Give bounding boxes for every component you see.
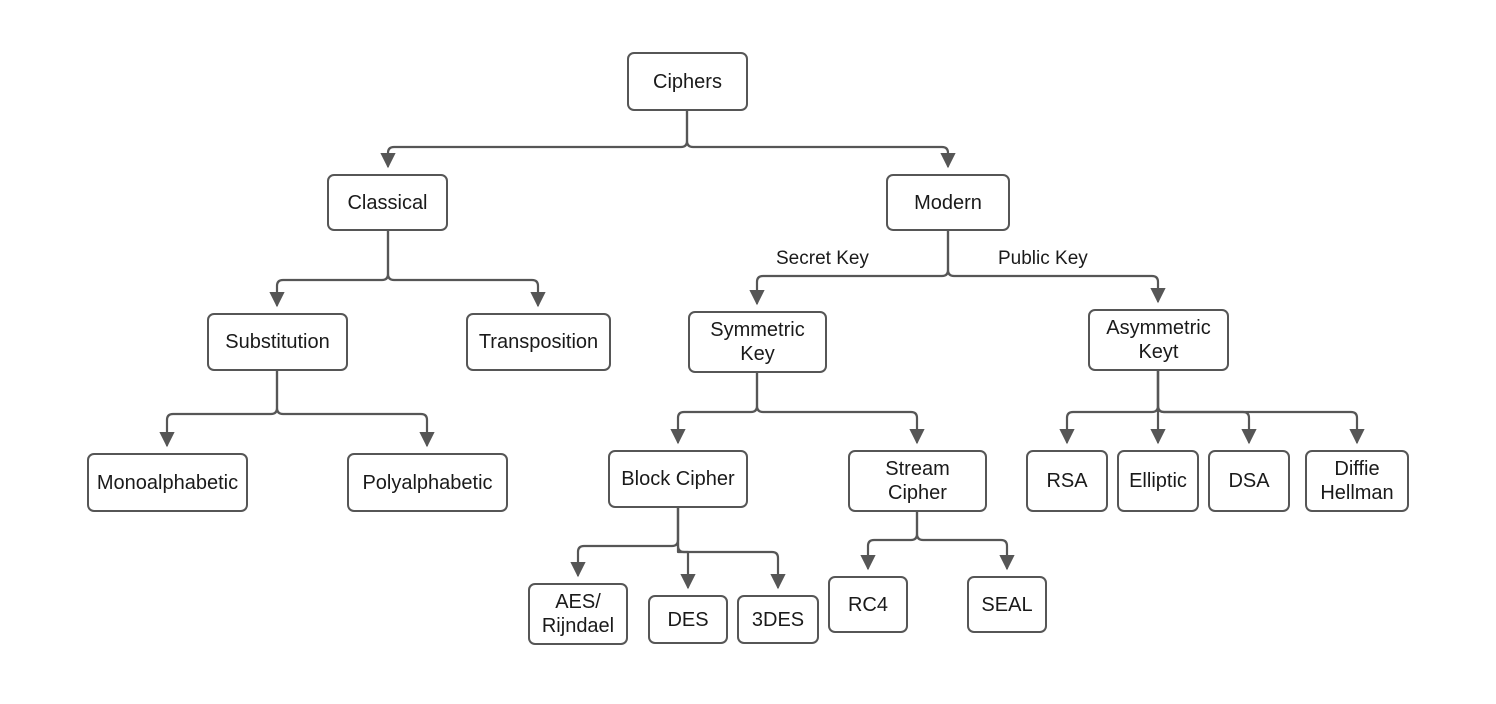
- node-stream-cipher[interactable]: Stream Cipher: [848, 450, 987, 512]
- edge-stream-cipher-seal: [915, 510, 1015, 571]
- edge-ciphers-modern: [685, 109, 956, 169]
- edge-classical-substitution: [269, 229, 390, 308]
- edge-asymmetric-rsa: [1059, 369, 1160, 445]
- node-modern[interactable]: Modern: [886, 174, 1010, 231]
- edge-substitution-monoalphabetic: [159, 369, 279, 448]
- node-substitution[interactable]: Substitution: [207, 313, 348, 371]
- edge-asymmetric-dsa: [1156, 369, 1257, 445]
- node-transposition[interactable]: Transposition: [466, 313, 611, 371]
- edge-symmetric-stream-cipher: [755, 371, 925, 445]
- node-block-cipher[interactable]: Block Cipher: [608, 450, 748, 508]
- edge-classical-transposition: [386, 229, 546, 308]
- edge-asymmetric-diffie-hellman: [1156, 369, 1365, 445]
- edge-block-cipher-des: [676, 506, 696, 590]
- node-monoalphabetic[interactable]: Monoalphabetic: [87, 453, 248, 512]
- node-ciphers[interactable]: Ciphers: [627, 52, 748, 111]
- edge-block-cipher-3des: [676, 506, 786, 590]
- edge-substitution-polyalphabetic: [275, 369, 435, 448]
- node-symmetric-key[interactable]: Symmetric Key: [688, 311, 827, 373]
- node-rsa[interactable]: RSA: [1026, 450, 1108, 512]
- node-3des[interactable]: 3DES: [737, 595, 819, 644]
- edge-modern-asymmetric: [946, 229, 1166, 304]
- node-diffie-hellman[interactable]: Diffie Hellman: [1305, 450, 1409, 512]
- node-polyalphabetic[interactable]: Polyalphabetic: [347, 453, 508, 512]
- node-asymmetric-key[interactable]: Asymmetric Keyt: [1088, 309, 1229, 371]
- edge-symmetric-block-cipher: [670, 371, 759, 445]
- node-des[interactable]: DES: [648, 595, 728, 644]
- edge-label-public-key: Public Key: [994, 248, 1092, 270]
- node-rc4[interactable]: RC4: [828, 576, 908, 633]
- node-dsa[interactable]: DSA: [1208, 450, 1290, 512]
- node-aes-rijndael[interactable]: AES/ Rijndael: [528, 583, 628, 645]
- node-seal[interactable]: SEAL: [967, 576, 1047, 633]
- edge-stream-cipher-rc4: [860, 510, 919, 571]
- node-classical[interactable]: Classical: [327, 174, 448, 231]
- edge-label-secret-key: Secret Key: [772, 248, 873, 270]
- edge-ciphers-classical: [380, 109, 689, 169]
- node-elliptic[interactable]: Elliptic: [1117, 450, 1199, 512]
- edge-block-cipher-aes: [570, 506, 680, 578]
